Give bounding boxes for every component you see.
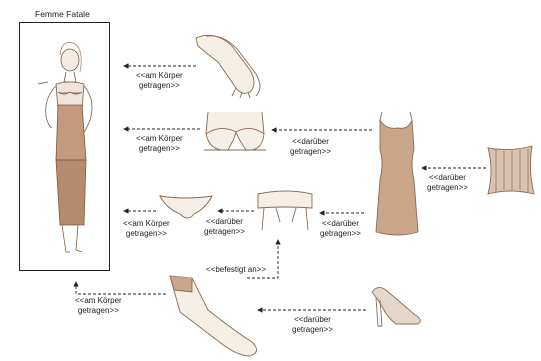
label-bra: <<am Körper getragen>> (136, 134, 183, 154)
garter-belt-icon (258, 191, 312, 230)
label-bra-line2: getragen>> (136, 144, 183, 154)
dress-icon (376, 112, 418, 235)
shoes-icon (372, 287, 420, 326)
label-shoes-line1: <<darüber (292, 315, 333, 325)
label-shoes-line2: getragen>> (292, 325, 333, 335)
label-attached: <<befestigt an>> (206, 265, 266, 275)
label-panties-garter: <<darüber getragen>> (204, 217, 245, 237)
label-bra-dress-line1: <<darüber (290, 137, 331, 147)
label-panties-garter-line1: <<darüber (204, 217, 245, 227)
label-stockings: <<am Körper getragen>> (75, 296, 122, 316)
label-dress-corset: <<darüber getragen>> (427, 173, 468, 193)
arrow-stockings-to-woman (76, 282, 166, 294)
corset-icon (488, 146, 534, 194)
label-garter-dress-line2: getragen>> (320, 229, 361, 239)
label-panties-line1: <<am Körper (123, 219, 170, 229)
label-shoes: <<darüber getragen>> (292, 315, 333, 335)
label-panties-line2: getragen>> (123, 229, 170, 239)
label-dress-corset-line2: getragen>> (427, 183, 468, 193)
label-panties: <<am Körper getragen>> (123, 219, 170, 239)
label-bra-dress-line2: getragen>> (290, 147, 331, 157)
woman-figure-icon (38, 42, 92, 252)
gloves-icon (196, 35, 260, 98)
label-gloves: <<am Körper getragen>> (136, 71, 183, 91)
label-bra-dress: <<darüber getragen>> (290, 137, 331, 157)
label-stockings-line2: getragen>> (75, 306, 122, 316)
label-garter-dress-line1: <<darüber (320, 219, 361, 229)
label-stockings-line1: <<am Körper (75, 296, 122, 306)
label-panties-garter-line2: getragen>> (204, 227, 245, 237)
panties-icon (160, 196, 212, 218)
label-bra-line1: <<am Körper (136, 134, 183, 144)
label-dress-corset-line1: <<darüber (427, 173, 468, 183)
label-garter-dress: <<darüber getragen>> (320, 219, 361, 239)
stockings-icon (170, 276, 257, 356)
label-gloves-line2: getragen>> (136, 81, 183, 91)
label-gloves-line1: <<am Körper (136, 71, 183, 81)
bra-icon (204, 112, 266, 150)
